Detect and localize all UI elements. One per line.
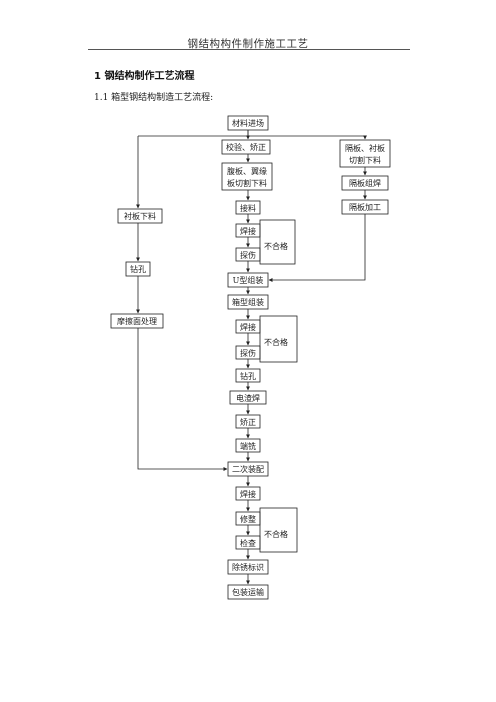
loop-fail-1	[259, 219, 296, 265]
label-fail-3: 不合格	[264, 529, 288, 539]
node-liner	[117, 208, 163, 224]
label-repair: 修整	[240, 514, 256, 524]
label-fail-1: 不合格	[264, 241, 288, 251]
label-diaphragm-cut1: 隔板、衬板	[345, 143, 385, 153]
label-final-check: 检查	[240, 538, 256, 548]
label-electroslag: 电渣焊	[236, 393, 260, 403]
label-straighten: 矫正	[240, 417, 256, 427]
label-liner: 衬板下料	[124, 211, 156, 221]
label-splice: 接料	[240, 203, 256, 213]
header-title: 钢结构构件制作施工工艺	[187, 38, 309, 50]
label-box-assembly: 箱型组装	[232, 297, 264, 307]
label-cut2: 板切割下料	[227, 178, 267, 188]
label-ship: 包装运输	[232, 587, 264, 597]
loop-fail-3	[259, 507, 298, 553]
node-check	[221, 139, 271, 155]
label-secondary-fit: 二次装配	[232, 464, 264, 474]
label-weld1: 焊接	[240, 226, 256, 236]
label-inspect1: 探伤	[240, 250, 256, 260]
label-friction: 摩擦面处理	[117, 316, 157, 326]
node-ship	[227, 584, 269, 600]
label-check: 校验、矫正	[226, 142, 266, 152]
label-left-drill: 钻孔	[130, 264, 146, 274]
label-weld3: 焊接	[240, 489, 256, 499]
node-friction	[110, 313, 164, 329]
label-start: 材料进场	[232, 118, 264, 128]
label-diaphragm-assembly: 隔板组焊	[349, 178, 381, 188]
label-mark: 除锈标识	[232, 562, 264, 572]
label-fail-2: 不合格	[264, 337, 288, 347]
section-subtitle: 1.1 箱型钢结构制造工艺流程:	[94, 93, 214, 103]
label-inspect2: 探伤	[240, 348, 256, 358]
label-diaphragm-cut2: 切割下料	[349, 155, 381, 165]
section-title: 1 钢结构制作工艺流程	[94, 71, 195, 82]
header-rule	[88, 49, 410, 50]
label-u-assembly: U型组装	[233, 275, 264, 285]
loop-fail-2	[259, 315, 298, 363]
label-cut1: 腹板、翼缘	[227, 166, 267, 176]
label-end-mill: 端铣	[240, 441, 256, 451]
node-cut	[221, 162, 273, 191]
label-diaphragm-machine: 隔板加工	[349, 202, 381, 212]
label-drill: 钻孔	[240, 371, 256, 381]
page-header: 钢结构构件制作施工工艺	[0, 0, 496, 50]
label-weld2: 焊接	[240, 322, 256, 332]
